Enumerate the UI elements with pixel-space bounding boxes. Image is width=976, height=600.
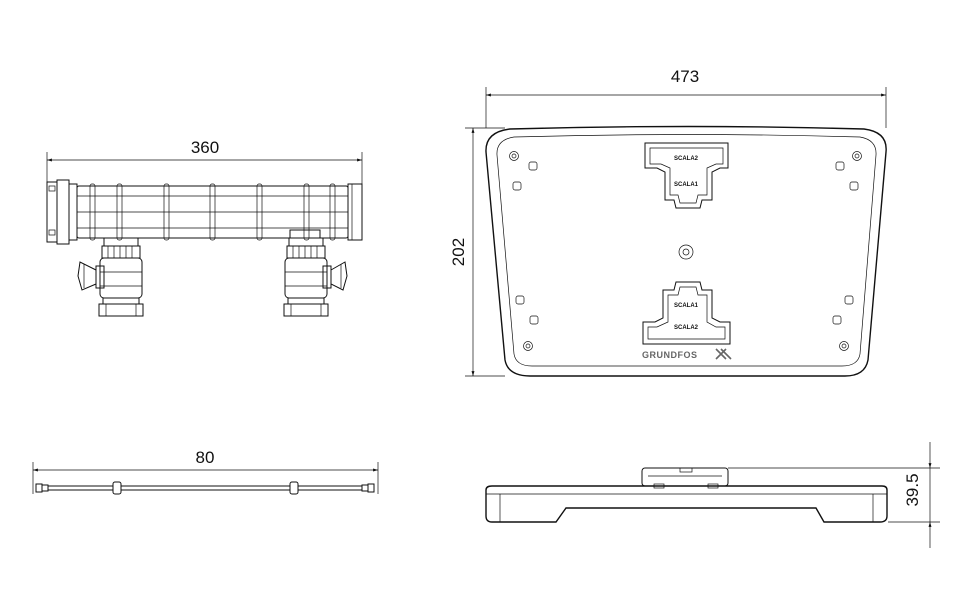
plate-side-view: 39.5 (485, 442, 940, 548)
brand-logo-text: GRUNDFOS (642, 350, 698, 360)
dimension-label-80: 80 (196, 448, 215, 467)
mounting-holes (509, 151, 862, 351)
dimension-label-39-5: 39.5 (903, 473, 922, 506)
manifold-ribs (89, 183, 336, 241)
label-bottom-scala1: SCALA1 (674, 303, 699, 309)
right-valve (283, 229, 348, 317)
label-bottom-scala2: SCALA2 (674, 325, 699, 331)
dimension-plate-height: 202 (449, 127, 505, 377)
center-boss (678, 244, 694, 260)
dimension-label-360: 360 (191, 138, 219, 157)
dimension-label-202: 202 (449, 238, 468, 266)
label-top-scala1: SCALA1 (674, 182, 699, 188)
mounting-slots (512, 161, 859, 325)
dimension-label-473: 473 (671, 67, 699, 86)
dimension-plate-width: 473 (485, 67, 887, 128)
label-top-scala2: SCALA2 (674, 156, 699, 162)
left-valve (77, 237, 144, 317)
dimension-side-width: 80 (32, 448, 379, 494)
dimension-plate-thickness: 39.5 (728, 442, 940, 548)
grundfos-x-icon (715, 348, 732, 360)
dimension-manifold-width: 360 (46, 138, 363, 185)
plate-top-view: 473 202 (449, 67, 887, 377)
pump-cutout-bottom: SCALA1 SCALA2 (642, 281, 731, 345)
grundfos-logo: GRUNDFOS (642, 348, 732, 360)
manifold-side-view: 80 (32, 448, 379, 495)
manifold-front-view: 360 (46, 138, 363, 317)
pump-cutout-top: SCALA2 SCALA1 (644, 142, 729, 209)
